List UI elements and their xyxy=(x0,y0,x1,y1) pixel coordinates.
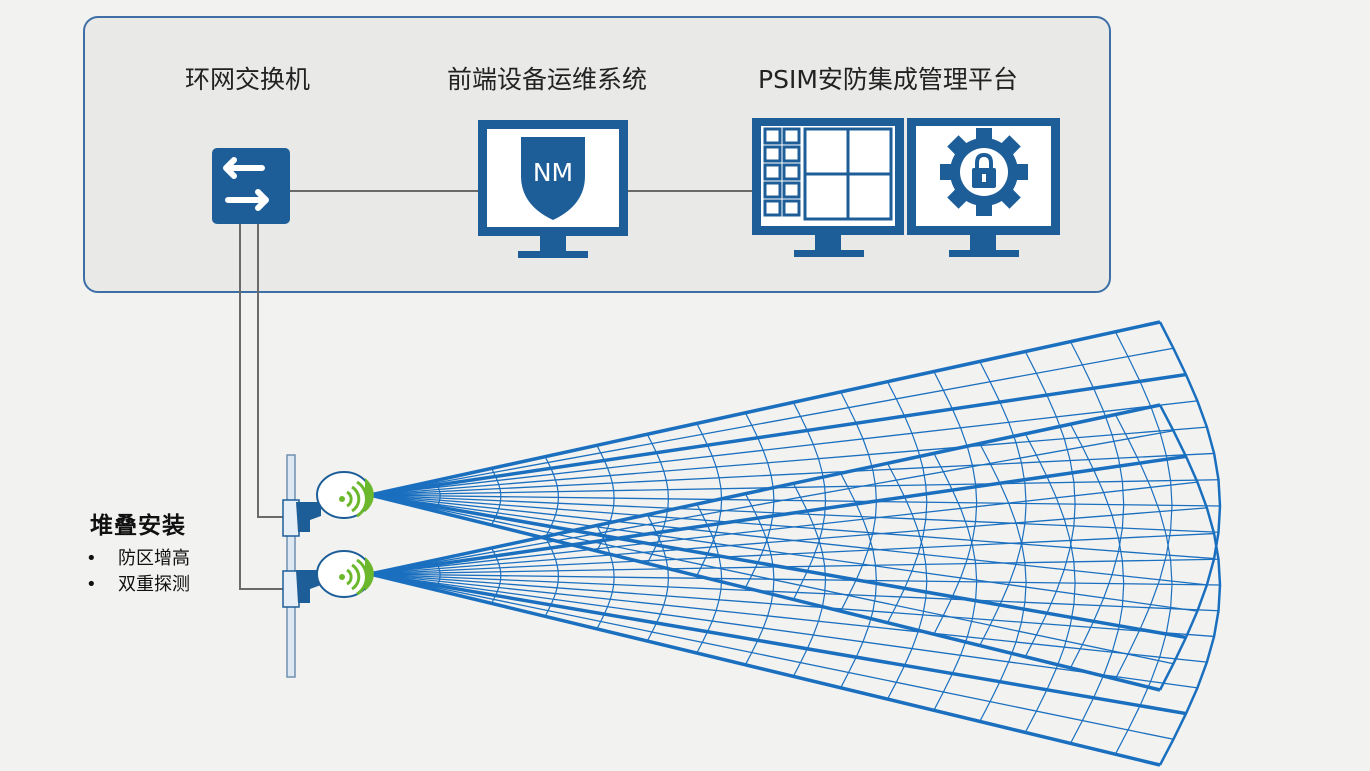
radar-range-arc xyxy=(979,443,1027,722)
radar-ray xyxy=(369,573,1221,586)
radar-ray xyxy=(369,573,1198,689)
radar-range-arc xyxy=(646,514,670,642)
gear-lock-monitor-icon xyxy=(907,118,1060,257)
radar-range-arc xyxy=(1069,341,1125,669)
psim-label: PSIM安防集成管理平台 xyxy=(758,65,1018,94)
radar-sensor-icon-lower xyxy=(296,550,374,603)
radar-range-arc xyxy=(434,559,441,591)
radar-range-arc xyxy=(1024,351,1076,658)
install-point-text: 双重探测 xyxy=(118,574,190,595)
radar-ray xyxy=(369,479,1219,496)
radar-ray xyxy=(369,573,1215,638)
radar-range-arc xyxy=(696,503,723,654)
radar-range-arc xyxy=(544,536,560,617)
radar-range-arc xyxy=(792,483,827,677)
radar-ray xyxy=(369,572,1161,767)
radar-ray xyxy=(369,481,1198,575)
radar-range-arc xyxy=(840,473,878,689)
radar-ray xyxy=(369,494,1221,507)
switch-arrows-icon xyxy=(212,148,290,224)
radar-ray xyxy=(369,426,1207,496)
radar-range-arc xyxy=(886,463,928,700)
radar-ray xyxy=(369,507,1207,575)
radar-ray xyxy=(369,372,1187,497)
radar-range-arc xyxy=(744,493,775,666)
radar-range-arc xyxy=(1114,331,1173,680)
radar-range-arc xyxy=(933,371,978,635)
install-points: • 防区增高 • 双重探测 xyxy=(86,546,190,598)
radar-range-arc xyxy=(1158,404,1222,766)
install-title: 堆叠安装 xyxy=(90,513,186,539)
radar-range-arc xyxy=(1114,414,1173,755)
switch-label: 环网交换机 xyxy=(185,65,311,94)
radar-ray xyxy=(369,494,1198,612)
radar-range-arc xyxy=(491,547,502,604)
radar-range-arc xyxy=(544,456,560,539)
video-grid-monitor-icon xyxy=(752,118,904,257)
install-point: • 防区增高 xyxy=(86,546,190,572)
radar-ray xyxy=(369,532,1215,575)
radar-sensor-icon-upper xyxy=(296,471,374,532)
radar-ray xyxy=(369,494,1207,586)
radar-ray xyxy=(369,572,1187,716)
radar-fan xyxy=(369,403,1222,767)
radar-range-arc xyxy=(1069,423,1125,744)
bullet-dot: • xyxy=(86,548,97,569)
radar-ray xyxy=(369,430,1174,575)
radar-ray xyxy=(369,558,1219,575)
nms-label: 前端设备运维系统 xyxy=(447,65,648,94)
radar-range-arc xyxy=(491,468,502,526)
radar-ray xyxy=(369,573,1219,612)
install-point-text: 防区增高 xyxy=(118,548,190,569)
radar-fan xyxy=(369,320,1222,692)
radar-ray xyxy=(369,493,1161,692)
radar-range-arc xyxy=(886,381,928,623)
radar-range-arc xyxy=(1024,433,1076,733)
shield-monitor-icon: NM xyxy=(478,120,628,258)
radar-beams xyxy=(369,320,1222,767)
radar-range-arc xyxy=(979,361,1027,646)
radar-ray xyxy=(369,400,1198,496)
radar-ray xyxy=(369,347,1174,496)
radar-range-arc xyxy=(933,453,978,711)
radar-ray xyxy=(369,573,1174,740)
radar-range-arc xyxy=(434,480,441,512)
radar-ray xyxy=(369,320,1161,497)
radar-range-arc xyxy=(1158,321,1222,691)
mounting-pole xyxy=(282,454,300,678)
radar-ray xyxy=(369,493,1187,640)
cables xyxy=(239,190,753,590)
radar-range-arc xyxy=(596,445,615,552)
stack-install-note: 堆叠安装 • 防区增高 • 双重探测 xyxy=(86,506,190,598)
radar-ray xyxy=(369,573,1207,663)
bullet-dot: • xyxy=(86,574,97,595)
nm-badge: NM xyxy=(533,158,573,187)
radar-range-arc xyxy=(596,525,615,630)
radar-range-arc xyxy=(744,412,775,588)
radar-ray xyxy=(369,403,1161,576)
install-point: • 双重探测 xyxy=(86,572,190,598)
radar-ray xyxy=(369,454,1187,576)
radar-ray xyxy=(369,452,1215,496)
